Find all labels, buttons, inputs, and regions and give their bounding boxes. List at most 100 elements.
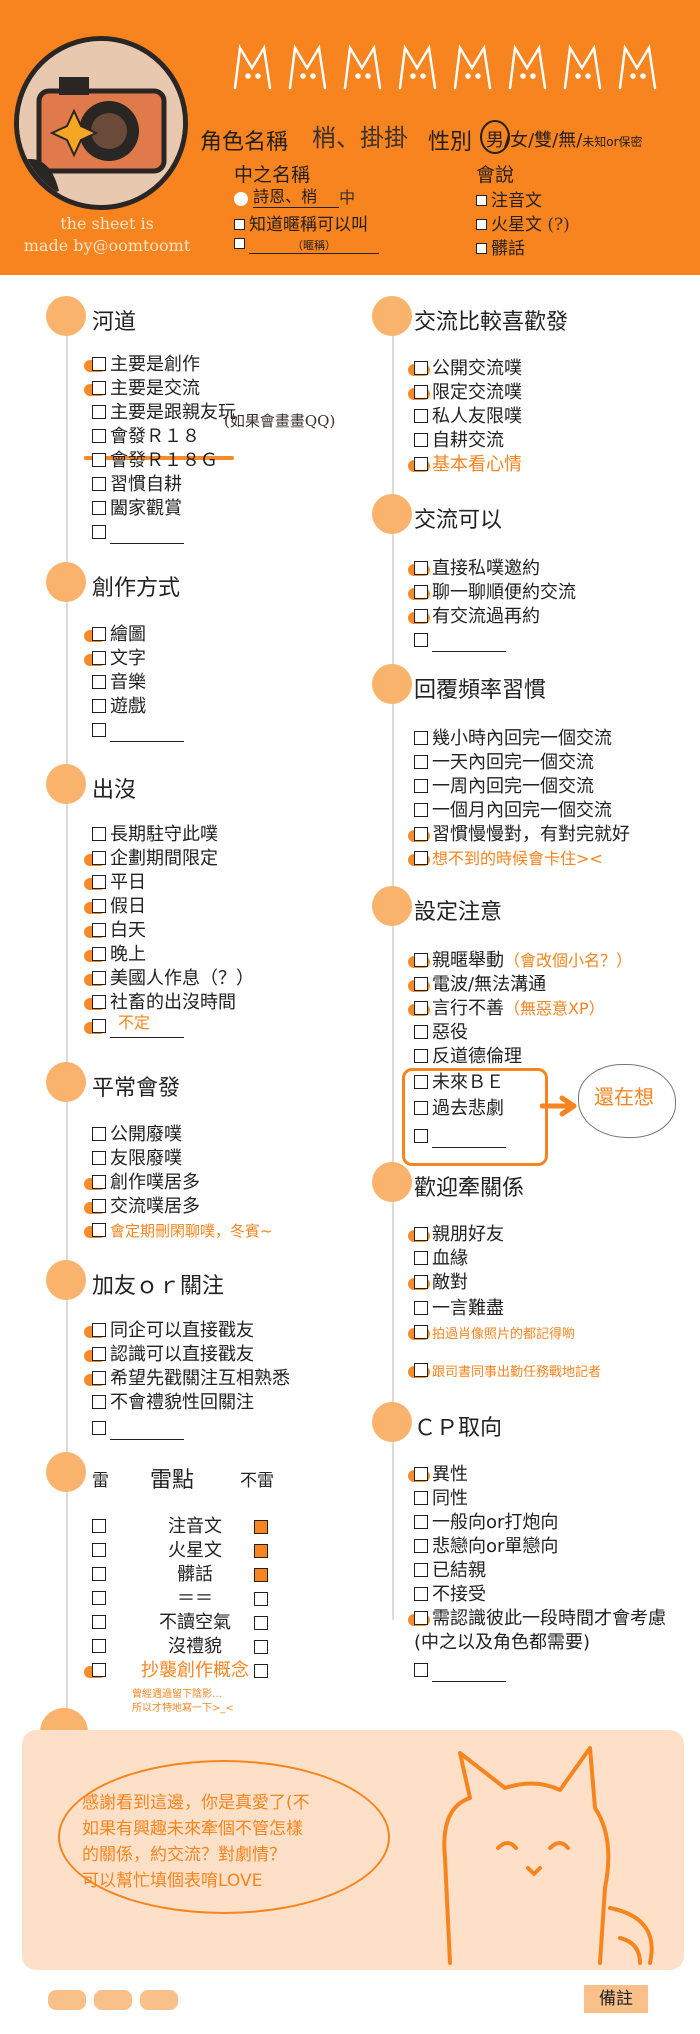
friend-item-0[interactable]: 同企可以直接戳友 — [92, 1320, 254, 1342]
checkbox[interactable] — [92, 1421, 106, 1435]
checkbox[interactable] — [414, 1001, 428, 1015]
cp-item-6[interactable]: 需認識彼此一段時間才會考慮 — [414, 1608, 666, 1630]
checkbox[interactable] — [92, 453, 106, 467]
checkbox[interactable] — [254, 1568, 268, 1582]
cp-item-1[interactable]: 同性 — [414, 1488, 468, 1510]
reply-item-2[interactable]: 一周內回完一個交流 — [414, 776, 594, 798]
checkbox[interactable] — [414, 561, 428, 575]
creation-item-4[interactable] — [92, 720, 184, 742]
checkbox[interactable] — [414, 731, 428, 745]
checkbox[interactable] — [92, 899, 106, 913]
cp-item-8[interactable] — [414, 1660, 506, 1682]
checkbox[interactable] — [92, 1347, 106, 1361]
reply-item-4[interactable]: 習慣慢慢對，有對完就好 — [414, 824, 630, 846]
checkbox[interactable] — [92, 1519, 106, 1533]
setting-item-3[interactable]: 惡役 — [414, 1022, 468, 1044]
checkbox[interactable] — [414, 1227, 428, 1241]
checkbox[interactable] — [92, 1175, 106, 1189]
checkbox[interactable] — [414, 633, 428, 647]
presence-item-5[interactable]: 晚上 — [92, 944, 146, 966]
reply-item-1[interactable]: 一天內回完一個交流 — [414, 752, 594, 774]
checkbox[interactable] — [414, 1611, 428, 1625]
checkbox[interactable] — [414, 1663, 428, 1677]
checkbox[interactable] — [476, 218, 487, 230]
can-exchange-item-0[interactable]: 直接私噗邀約 — [414, 558, 540, 580]
checkbox[interactable] — [414, 1251, 428, 1265]
checkbox[interactable] — [92, 1127, 106, 1141]
cp-item-0[interactable]: 異性 — [414, 1464, 468, 1486]
checkbox[interactable] — [414, 803, 428, 817]
checkbox[interactable] — [92, 1371, 106, 1385]
can-exchange-item-3[interactable] — [414, 630, 506, 652]
checkbox[interactable] — [92, 723, 106, 737]
reply-item-0[interactable]: 幾小時內回完一個交流 — [414, 728, 612, 750]
checkbox[interactable] — [92, 1199, 106, 1213]
relationship-item-3[interactable]: 一言難盡 — [414, 1298, 504, 1320]
checkbox[interactable] — [414, 755, 428, 769]
checkbox[interactable] — [414, 953, 428, 967]
checkbox[interactable] — [92, 357, 106, 371]
checkbox[interactable] — [92, 1151, 106, 1165]
checkbox[interactable] — [92, 947, 106, 961]
checkbox[interactable] — [254, 1544, 268, 1558]
exchange-item-1[interactable]: 限定交流噗 — [414, 382, 522, 404]
presence-item-4[interactable]: 白天 — [92, 920, 146, 942]
hedao-item-2[interactable]: 主要是跟親友玩 — [92, 402, 236, 424]
checkbox[interactable] — [414, 609, 428, 623]
checkbox[interactable] — [92, 525, 106, 539]
checkbox[interactable] — [92, 627, 106, 641]
checkbox[interactable] — [92, 1019, 106, 1033]
exchange-item-4[interactable]: 基本看心情 — [414, 454, 522, 476]
checkbox[interactable] — [92, 971, 106, 985]
exchange-item-0[interactable]: 公開交流噗 — [414, 358, 522, 380]
hedao-item-7[interactable] — [92, 522, 184, 544]
setting-item-4[interactable]: 反道德倫理 — [414, 1046, 522, 1068]
checkbox[interactable] — [92, 1567, 106, 1581]
checkbox[interactable] — [414, 1075, 428, 1089]
checkbox[interactable] — [476, 194, 487, 206]
checkbox[interactable] — [92, 1395, 106, 1409]
checkbox[interactable] — [254, 1520, 268, 1534]
checkbox[interactable] — [92, 827, 106, 841]
checkbox[interactable] — [234, 218, 245, 230]
reply-extra-row[interactable]: 想不到的時候會卡住>< — [414, 848, 603, 870]
presence-item-6[interactable]: 美國人作息（？） — [92, 968, 254, 990]
checkbox[interactable] — [414, 827, 428, 841]
creation-item-3[interactable]: 遊戲 — [92, 696, 146, 718]
checkbox[interactable] — [414, 977, 428, 991]
setting-item-1[interactable]: 電波/無法溝通 — [414, 974, 546, 996]
checkbox[interactable] — [92, 923, 106, 937]
friend-item-3[interactable]: 不會禮貌性回關注 — [92, 1392, 254, 1414]
checkbox[interactable] — [414, 1467, 428, 1481]
checkbox[interactable] — [414, 1363, 428, 1377]
relationship-item-1[interactable]: 血緣 — [414, 1248, 468, 1270]
cp-item-5[interactable]: 不接受 — [414, 1584, 486, 1606]
hedao-item-6[interactable]: 闔家觀賞 — [92, 498, 182, 520]
checkbox[interactable] — [92, 381, 106, 395]
hedao-item-3[interactable]: 會發Ｒ１８ — [92, 426, 200, 448]
checkbox[interactable] — [254, 1592, 268, 1606]
landmine-row-3[interactable]: ＝＝ — [92, 1588, 268, 1610]
blank-line[interactable] — [110, 723, 184, 742]
checkbox[interactable] — [414, 1049, 428, 1063]
blank-line[interactable] — [110, 1019, 184, 1038]
checkbox[interactable] — [414, 1587, 428, 1601]
checkbox[interactable] — [414, 1101, 428, 1115]
cp-item-4[interactable]: 已結親 — [414, 1560, 486, 1582]
relationship-extra-1-row[interactable]: 拍過肖像照片的都記得喲 — [414, 1322, 575, 1346]
lang-item-1[interactable]: 火星文 (?) — [476, 210, 570, 235]
exchange-item-3[interactable]: 自耕交流 — [414, 430, 504, 452]
friend-item-4[interactable] — [92, 1418, 184, 1440]
checkbox[interactable] — [414, 409, 428, 423]
checkbox[interactable] — [414, 851, 428, 865]
presence-item-7[interactable]: 社畜的出沒時間 — [92, 992, 236, 1014]
checkbox[interactable] — [92, 1223, 106, 1237]
blank-line[interactable] — [432, 1663, 506, 1682]
landmine-row-5[interactable]: 沒禮貌 — [92, 1636, 268, 1658]
lang-item-2[interactable]: 髒話 — [476, 234, 525, 259]
posting-item-2[interactable]: 創作噗居多 — [92, 1172, 200, 1194]
presence-item-2[interactable]: 平日 — [92, 872, 146, 894]
friend-item-2[interactable]: 希望先戳關注互相熟悉 — [92, 1368, 290, 1390]
landmine-row-6[interactable]: 抄襲創作概念 — [92, 1660, 268, 1682]
checkbox[interactable] — [92, 675, 106, 689]
